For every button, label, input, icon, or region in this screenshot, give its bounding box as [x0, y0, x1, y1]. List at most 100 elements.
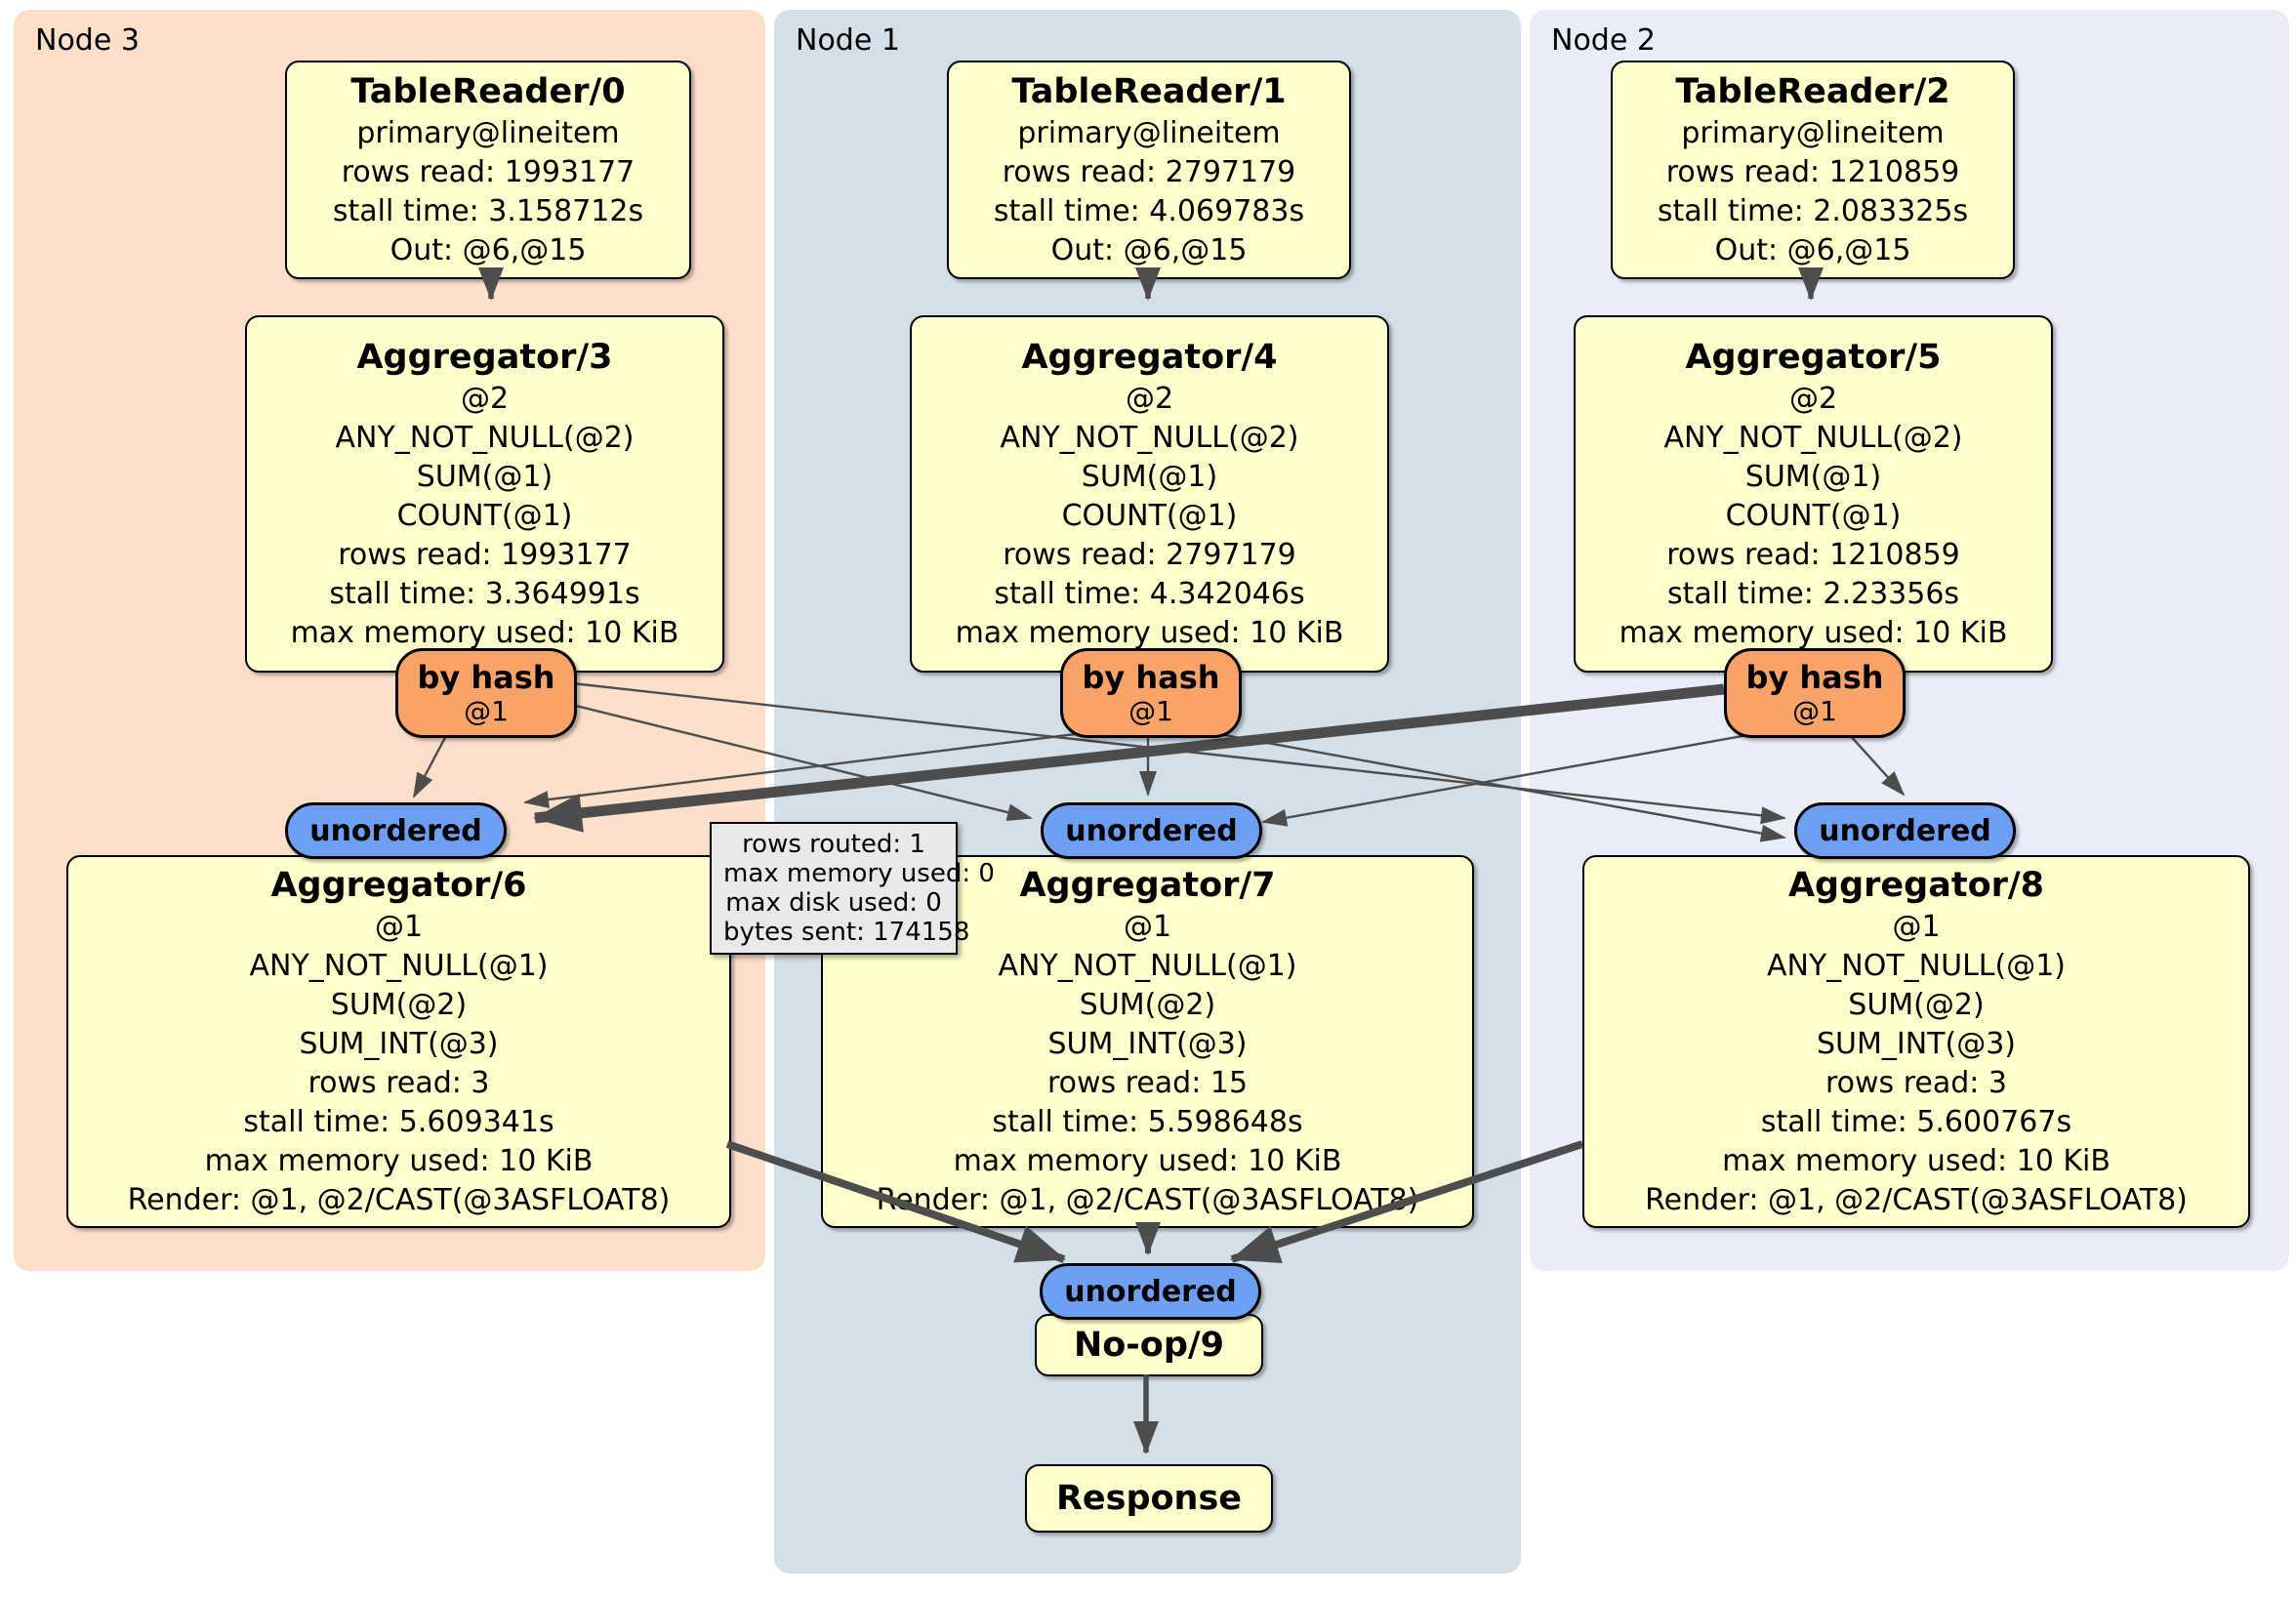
box-line: ANY_NOT_NULL(@2)	[1000, 421, 1299, 455]
box-line: Render: @1, @2/CAST(@3ASFLOAT8)	[127, 1183, 671, 1217]
processor-response[interactable]: Response	[1025, 1464, 1273, 1533]
box-line: stall time: 3.158712s	[332, 194, 644, 228]
hash-router-node2[interactable]: by hash @1	[1724, 648, 1906, 738]
processor-title: TableReader/0	[350, 72, 626, 111]
hash-router-label: by hash	[417, 659, 555, 696]
stream-label: unordered	[309, 813, 482, 848]
hash-router-columns: @1	[464, 695, 509, 727]
tooltip-line: max disk used: 0	[725, 888, 942, 918]
node-region-3-label: Node 3	[35, 23, 140, 58]
box-line: max memory used: 10 KiB	[1619, 616, 2008, 650]
processor-title: Aggregator/4	[1021, 338, 1278, 377]
stream-unordered-final[interactable]: unordered	[1040, 1263, 1261, 1320]
box-line: rows read: 1993177	[338, 538, 632, 572]
stream-unordered-node1[interactable]: unordered	[1041, 802, 1262, 859]
box-line: Out: @6,@15	[390, 233, 587, 267]
box-line: @1	[1123, 910, 1172, 944]
processor-title: Response	[1055, 1479, 1243, 1518]
processor-title: Aggregator/3	[356, 338, 613, 377]
processor-noop-9[interactable]: No-op/9	[1035, 1314, 1263, 1376]
box-line: SUM(@2)	[330, 988, 468, 1022]
tooltip-line: bytes sent: 174158	[723, 918, 970, 947]
stream-unordered-node2[interactable]: unordered	[1794, 802, 2016, 859]
box-line: max memory used: 10 KiB	[1722, 1144, 2111, 1178]
box-line: primary@lineitem	[356, 116, 620, 150]
box-line: stall time: 4.342046s	[994, 577, 1305, 611]
hash-router-label: by hash	[1082, 659, 1220, 696]
stream-unordered-node3[interactable]: unordered	[285, 802, 507, 859]
box-line: rows read: 3	[308, 1066, 490, 1100]
box-line: COUNT(@1)	[396, 499, 573, 533]
processor-title: Aggregator/7	[1019, 866, 1276, 905]
hash-router-columns: @1	[1128, 695, 1173, 727]
box-line: primary@lineitem	[1681, 116, 1945, 150]
box-line: @1	[1892, 910, 1941, 944]
box-line: stall time: 2.083325s	[1657, 194, 1969, 228]
box-line: stall time: 5.609341s	[243, 1105, 554, 1139]
box-line: rows read: 2797179	[1003, 538, 1296, 572]
box-line: SUM(@2)	[1848, 988, 1985, 1022]
box-line: ANY_NOT_NULL(@2)	[335, 421, 635, 455]
box-line: SUM(@2)	[1079, 988, 1216, 1022]
hash-router-node1[interactable]: by hash @1	[1060, 648, 1242, 738]
box-line: rows read: 1993177	[341, 155, 636, 189]
box-line: rows read: 1210859	[1665, 155, 1960, 189]
node-region-1-label: Node 1	[796, 23, 900, 58]
stream-label: unordered	[1064, 1274, 1237, 1309]
box-line: primary@lineitem	[1017, 116, 1281, 150]
box-line: stall time: 3.364991s	[329, 577, 640, 611]
box-line: max memory used: 10 KiB	[953, 1144, 1342, 1178]
box-line: stall time: 5.600767s	[1760, 1105, 2072, 1139]
box-line: SUM(@1)	[1744, 460, 1882, 494]
processor-tablereader-2[interactable]: TableReader/2 primary@lineitem rows read:…	[1611, 61, 2015, 279]
box-line: SUM_INT(@3)	[1047, 1027, 1248, 1061]
box-line: ANY_NOT_NULL(@1)	[249, 949, 549, 983]
processor-title: TableReader/2	[1675, 72, 1950, 111]
processor-title: Aggregator/8	[1787, 866, 2045, 905]
node-region-2-label: Node 2	[1551, 23, 1656, 58]
box-line: Render: @1, @2/CAST(@3ASFLOAT8)	[1645, 1183, 2188, 1217]
box-line: COUNT(@1)	[1061, 499, 1238, 533]
box-line: SUM_INT(@3)	[1817, 1027, 2016, 1061]
tooltip-line: rows routed: 1	[742, 830, 925, 859]
box-line: stall time: 4.069783s	[993, 194, 1305, 228]
box-line: max memory used: 10 KiB	[204, 1144, 594, 1178]
processor-title: No-op/9	[1073, 1326, 1225, 1365]
box-line: max memory used: 10 KiB	[955, 616, 1344, 650]
hash-router-node3[interactable]: by hash @1	[395, 648, 577, 738]
hash-router-label: by hash	[1745, 659, 1884, 696]
stream-label: unordered	[1065, 813, 1238, 848]
hash-router-columns: @1	[1792, 695, 1837, 727]
box-line: Out: @6,@15	[1714, 233, 1911, 267]
box-line: ANY_NOT_NULL(@1)	[1767, 949, 2066, 983]
processor-tablereader-1[interactable]: TableReader/1 primary@lineitem rows read:…	[947, 61, 1351, 279]
box-line: max memory used: 10 KiB	[290, 616, 679, 650]
box-line: COUNT(@1)	[1725, 499, 1902, 533]
box-line: @1	[374, 910, 424, 944]
box-line: Out: @6,@15	[1050, 233, 1248, 267]
stream-label: unordered	[1819, 813, 1991, 848]
processor-title: Aggregator/6	[270, 866, 527, 905]
box-line: ANY_NOT_NULL(@1)	[998, 949, 1297, 983]
processor-title: TableReader/1	[1011, 72, 1287, 111]
box-line: ANY_NOT_NULL(@2)	[1663, 421, 1963, 455]
processor-tablereader-0[interactable]: TableReader/0 primary@lineitem rows read:…	[285, 61, 691, 279]
box-line: stall time: 2.23356s	[1666, 577, 1960, 611]
box-line: rows read: 15	[1046, 1066, 1249, 1100]
box-line: SUM(@1)	[416, 460, 554, 494]
tooltip-line: max memory used: 0	[723, 859, 995, 888]
box-line: rows read: 1210859	[1666, 538, 1960, 572]
box-line: rows read: 3	[1824, 1066, 2008, 1100]
box-line: @2	[1125, 382, 1174, 416]
box-line: @2	[460, 382, 510, 416]
box-line: rows read: 2797179	[1002, 155, 1296, 189]
box-line: Render: @1, @2/CAST(@3ASFLOAT8)	[876, 1183, 1419, 1217]
box-line: @2	[1788, 382, 1838, 416]
